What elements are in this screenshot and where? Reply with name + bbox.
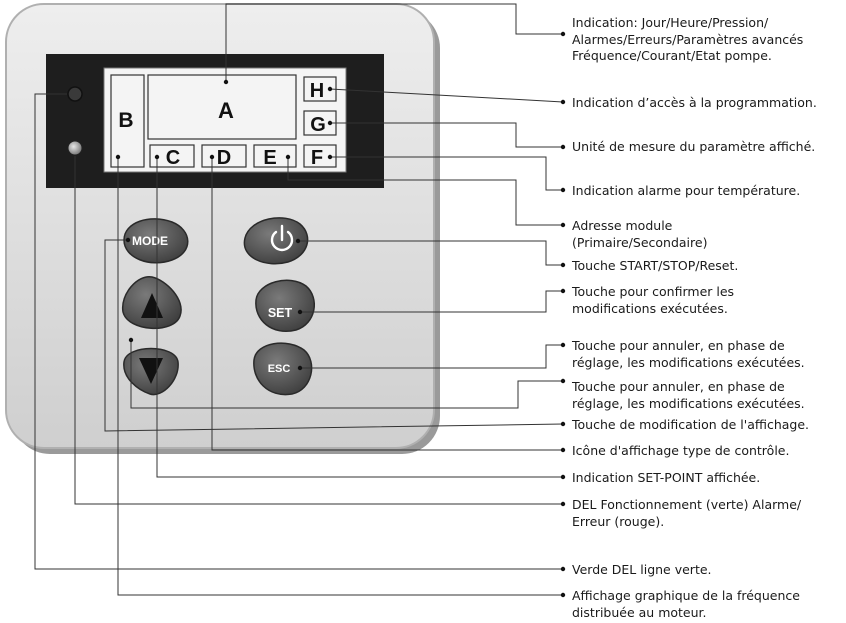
- callout-programming-access: Indication d’accès à la programmation.: [572, 95, 817, 110]
- set-button-label: SET: [268, 306, 293, 320]
- callout-control-type-icon: Icône d'affichage type de contrôle.: [572, 443, 790, 458]
- callout-unit-of-measure: Unité de mesure du paramètre affiché.: [572, 139, 816, 154]
- callout-module-address: Adresse module (Primaire/Secondaire): [572, 218, 708, 250]
- leader-dot: [560, 222, 566, 228]
- status-led: [67, 140, 83, 156]
- leader-line-g: [330, 122, 563, 148]
- leader-line-status-led: [74, 156, 563, 505]
- power-icon: [270, 224, 294, 252]
- esc-button-label: ESC: [268, 363, 291, 375]
- leader-line-a: [225, 3, 563, 82]
- callout-set-point: Indication SET-POINT affichée.: [572, 470, 761, 485]
- leader-dot: [560, 447, 566, 453]
- leader-dot: [560, 262, 566, 268]
- leader-lines: [34, 3, 564, 596]
- green-led: [67, 86, 83, 102]
- leader-line-c: [156, 157, 563, 478]
- callout-temperature-alarm: Indication alarme pour température.: [572, 183, 801, 198]
- leader-dot: [560, 592, 566, 598]
- segment-box-f: [303, 144, 337, 168]
- segment-a: A: [218, 98, 234, 123]
- leader-dots: [115, 31, 566, 598]
- callout-cancel-key: Touche pour annuler, en phase de réglage…: [572, 338, 805, 370]
- segment-e: E: [263, 147, 276, 169]
- segment-c: C: [166, 147, 180, 169]
- segment-f: F: [311, 147, 323, 169]
- leader-line-b: [117, 157, 563, 596]
- callout-start-stop-key: Touche START/STOP/Reset.: [572, 258, 739, 273]
- leader-dot: [128, 337, 134, 343]
- leader-line-d: [211, 157, 563, 451]
- power-button[interactable]: [243, 217, 309, 265]
- callout-display-indication: Indication: Jour/Heure/Pression/ Alarmes…: [572, 15, 804, 63]
- leader-line-f: [330, 156, 563, 191]
- callout-green-led: Verde DEL ligne verte.: [572, 562, 712, 577]
- leader-dot: [125, 237, 131, 243]
- leader-dot: [327, 154, 333, 160]
- leader-dot: [327, 86, 333, 92]
- leader-dot: [560, 99, 566, 105]
- leader-dot: [115, 154, 121, 160]
- segment-d: D: [217, 147, 231, 169]
- callout-confirm-key: Touche pour confirmer les modifications …: [572, 284, 735, 316]
- esc-button[interactable]: [253, 342, 313, 396]
- leader-dot: [560, 342, 566, 348]
- segment-box-b: [110, 74, 145, 168]
- leader-line-esc: [300, 344, 563, 369]
- callout-frequency-graph: Affichage graphique de la fréquence dist…: [572, 588, 800, 620]
- leader-dot: [560, 144, 566, 150]
- leader-dot: [560, 501, 566, 507]
- callout-display-mode-key: Touche de modification de l'affichage.: [572, 417, 809, 432]
- mode-button-label: MODE: [132, 234, 168, 248]
- segment-box-e: [253, 144, 297, 168]
- callout-status-led: DEL Fonctionnement (verte) Alarme/ Erreu…: [572, 497, 802, 529]
- leader-dot: [560, 474, 566, 480]
- leader-line-e: [287, 157, 563, 226]
- leader-dot: [327, 120, 333, 126]
- leader-dot: [560, 288, 566, 294]
- leader-line-power: [298, 240, 563, 266]
- leader-line-set: [300, 290, 563, 313]
- leader-dot: [560, 187, 566, 193]
- leader-dot: [560, 421, 566, 427]
- leader-dot: [209, 154, 215, 160]
- mode-button[interactable]: [123, 218, 189, 264]
- leader-line-mode: [104, 239, 564, 432]
- segment-box-a: [147, 74, 297, 140]
- set-button[interactable]: [255, 279, 315, 332]
- leader-line-h: [329, 88, 564, 103]
- segment-h: H: [310, 80, 324, 102]
- leader-dot: [297, 309, 303, 315]
- segment-box-d: [201, 144, 247, 168]
- callout-cancel-key-2: Touche pour annuler, en phase de réglage…: [572, 379, 805, 411]
- leader-line-up: [130, 340, 563, 409]
- leader-line-green-led: [34, 93, 563, 570]
- segment-box-c: [149, 144, 195, 168]
- leader-dot: [297, 365, 303, 371]
- segment-b: B: [118, 109, 133, 132]
- leader-dot: [154, 154, 160, 160]
- leader-dot: [285, 154, 291, 160]
- segment-g: G: [310, 114, 326, 136]
- leader-dot: [295, 238, 301, 244]
- leader-dot: [560, 378, 566, 384]
- leader-dot: [223, 79, 229, 85]
- leader-dot: [560, 31, 566, 37]
- leader-dot: [560, 566, 566, 572]
